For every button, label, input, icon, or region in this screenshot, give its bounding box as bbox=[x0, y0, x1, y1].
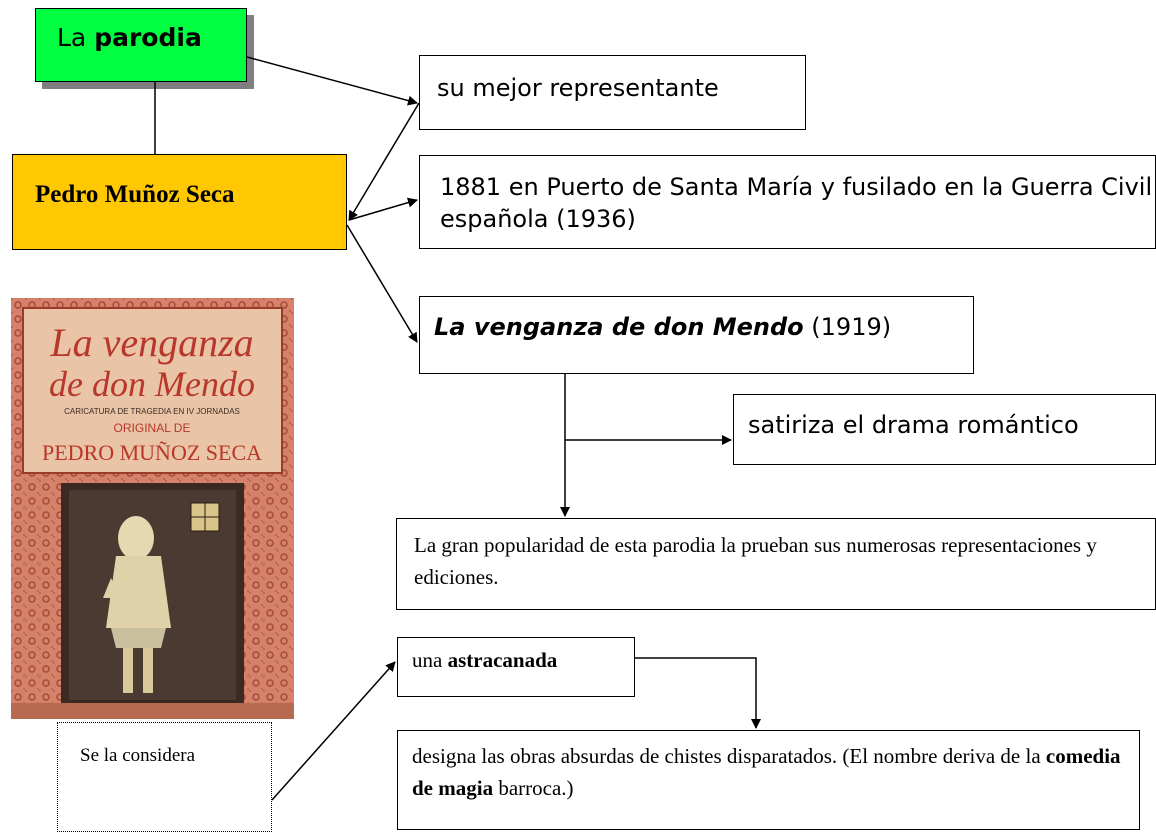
author-box: Pedro Muñoz Seca bbox=[12, 154, 347, 250]
arrow-parodia-representante bbox=[246, 56, 418, 106]
obra-title: La venganza de don Mendo bbox=[434, 313, 804, 341]
astracanada-prefix: una bbox=[412, 648, 448, 672]
poster-subtitle: CARICATURA DE TRAGEDIA EN IV JORNADAS bbox=[64, 407, 240, 416]
nacimiento-box: 1881 en Puerto de Santa María y fusilado… bbox=[419, 155, 1156, 249]
obra-box: La venganza de don Mendo (1919) bbox=[419, 296, 974, 374]
considera-box: Se la considera bbox=[57, 722, 272, 832]
astracanada-bold: astracanada bbox=[447, 648, 558, 672]
arrow-pedro-obra bbox=[346, 224, 418, 343]
designa-box: designa las obras absurdas de chistes di… bbox=[397, 730, 1140, 830]
poster-title-line1: La venganza bbox=[49, 320, 253, 365]
book-cover-image: La venganza de don Mendo CARICATURA DE T… bbox=[11, 298, 294, 719]
parodia-bold: parodia bbox=[94, 23, 202, 52]
obra-year: (1919) bbox=[803, 313, 892, 341]
arrow-representante-pedro bbox=[348, 102, 420, 221]
arrow-astracanada-designa bbox=[635, 657, 761, 729]
poster-author: PEDRO MUÑOZ SECA bbox=[42, 440, 262, 465]
arrow-pedro-nacimiento bbox=[348, 197, 418, 221]
popularidad-box: La gran popularidad de esta parodia la p… bbox=[396, 518, 1156, 610]
designa-part1: designa las obras absurdas de chistes di… bbox=[412, 744, 1046, 768]
designa-bold: comedia de magia bbox=[412, 744, 1121, 800]
poster-original: ORIGINAL DE bbox=[114, 421, 191, 435]
designa-part2: barroca.) bbox=[493, 776, 574, 800]
astracanada-box: una astracanada bbox=[397, 637, 635, 697]
parodia-box: La parodia bbox=[35, 8, 247, 82]
arrow-considera-astracanada bbox=[271, 661, 396, 801]
poster-title-line2: de don Mendo bbox=[49, 364, 255, 404]
parodia-prefix: La bbox=[57, 23, 95, 52]
representante-box: su mejor representante bbox=[419, 55, 806, 130]
satiriza-box: satiriza el drama romántico bbox=[733, 394, 1156, 465]
book-cover-illustration: La venganza de don Mendo CARICATURA DE T… bbox=[11, 298, 294, 719]
